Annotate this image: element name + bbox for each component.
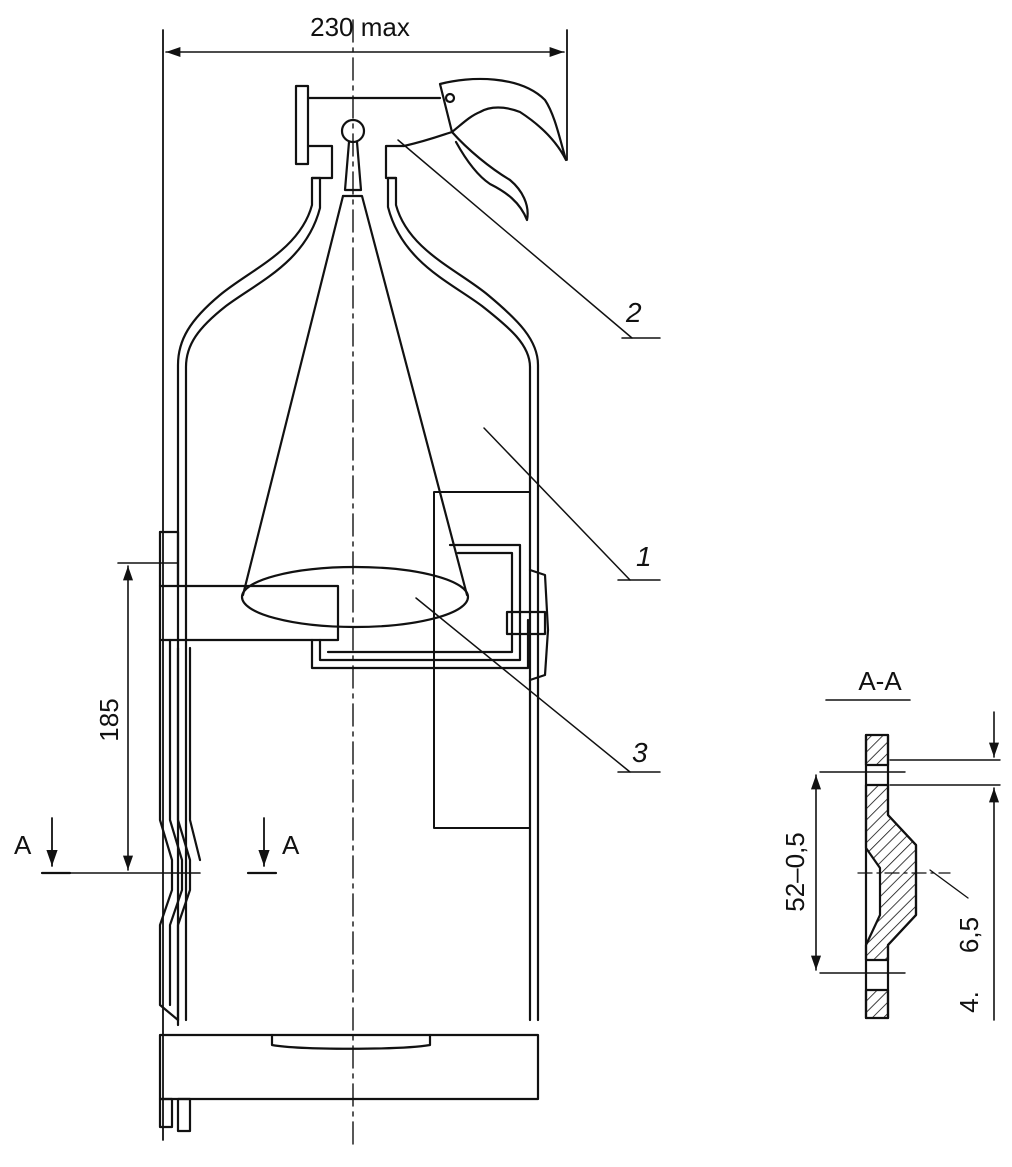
callout-cone-label: 3 bbox=[632, 737, 648, 768]
section-thickness-label: 6,5 bbox=[954, 917, 984, 953]
valve-head bbox=[294, 77, 568, 222]
extinguisher-body bbox=[176, 176, 540, 1022]
cone-nozzle bbox=[240, 194, 470, 629]
callout-body-label: 1 bbox=[636, 541, 652, 572]
wall-bracket bbox=[158, 530, 540, 1133]
height-dimension-label: 185 bbox=[94, 698, 124, 741]
width-dimension-label: 230 max bbox=[310, 12, 410, 42]
section-view-aa bbox=[810, 699, 1001, 1021]
leader-lines bbox=[397, 139, 661, 773]
section-small-label: 4. bbox=[954, 991, 984, 1013]
height-dimension bbox=[61, 562, 201, 874]
holder-clamp bbox=[310, 543, 550, 682]
section-marker-left-label: A bbox=[14, 830, 32, 860]
callout-valve-label: 2 bbox=[625, 297, 642, 328]
section-marker-right-label: A bbox=[282, 830, 300, 860]
section-markers bbox=[40, 817, 278, 875]
section-height-label: 52–0,5 bbox=[780, 832, 810, 912]
section-view-title: A-A bbox=[858, 666, 902, 696]
